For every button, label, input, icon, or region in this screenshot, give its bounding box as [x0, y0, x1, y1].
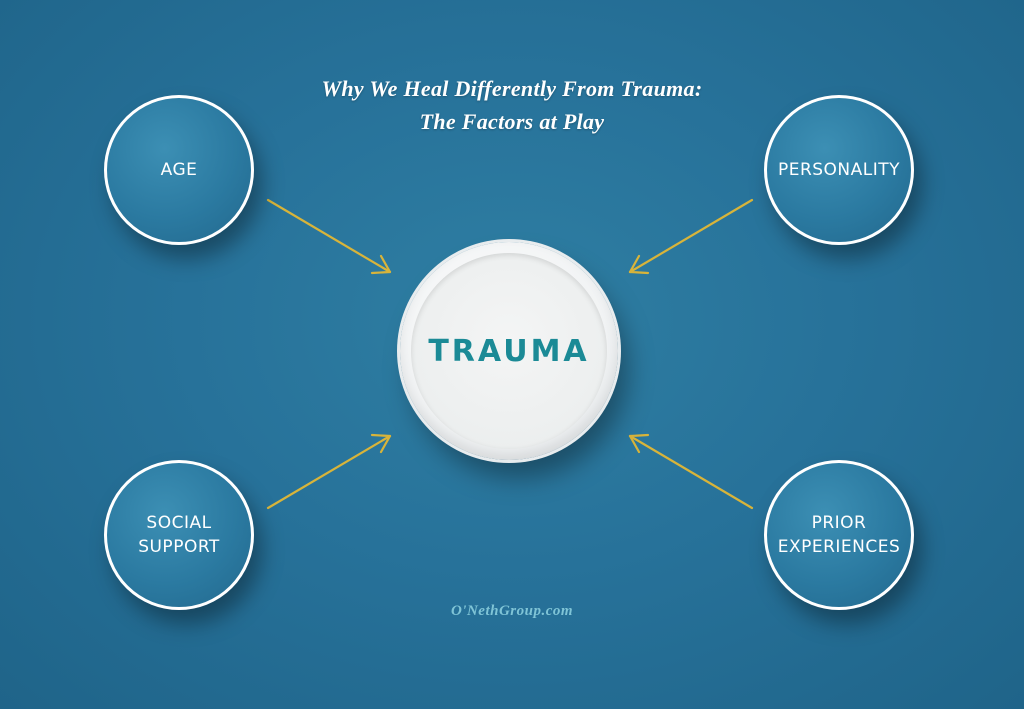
factor-age-label: AGE: [160, 160, 198, 180]
arrow-prior-experiences-to-trauma: [628, 433, 754, 510]
diagram-title: Why We Heal Differently From Trauma: The…: [0, 72, 1024, 138]
title-line-2: The Factors at Play: [419, 109, 605, 134]
footer-website: O'NethGroup.com: [450, 603, 574, 619]
factor-prior-experiences-label: PRIOR EXPERIENCES: [777, 513, 901, 557]
trauma-label: TRAUMA: [428, 333, 590, 369]
trauma-center-circle: TRAUMA: [400, 242, 618, 460]
factor-personality: PERSONALITY: [764, 95, 914, 245]
trauma-center-inner: TRAUMA: [411, 253, 607, 449]
factor-social-support: SOCIAL SUPPORT: [104, 460, 254, 610]
arrow-personality-to-trauma: [628, 198, 754, 275]
arrow-social-support-to-trauma: [266, 433, 392, 510]
factor-age: AGE: [104, 95, 254, 245]
arrow-age-to-trauma: [266, 198, 392, 275]
factor-social-support-label: SOCIAL SUPPORT: [138, 513, 220, 557]
factor-prior-experiences: PRIOR EXPERIENCES: [764, 460, 914, 610]
factor-personality-label: PERSONALITY: [777, 160, 901, 180]
title-line-1: Why We Heal Differently From Trauma:: [321, 76, 703, 101]
